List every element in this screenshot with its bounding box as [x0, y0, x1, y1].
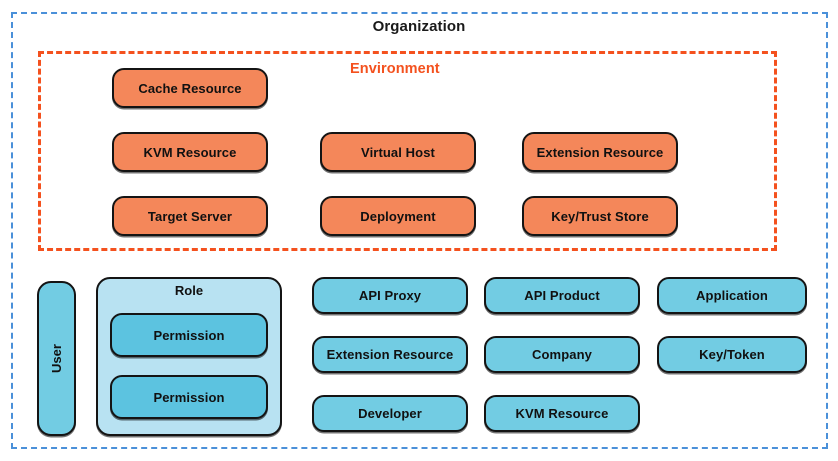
environment-entity-label: KVM Resource	[143, 144, 237, 160]
environment-entity[interactable]: Key/Trust Store	[522, 196, 678, 236]
organization-entity-label: Extension Resource	[326, 347, 454, 362]
organization-entity-label: Developer	[358, 406, 422, 421]
environment-entity-label: Target Server	[147, 208, 233, 224]
user-entity[interactable]: User	[37, 281, 76, 436]
organization-entity-label: Company	[532, 347, 592, 362]
permission-entity-label: Permission	[153, 389, 225, 405]
organization-entity[interactable]: API Proxy	[312, 277, 468, 314]
environment-entity[interactable]: Target Server	[112, 196, 268, 236]
organization-entity-label: API Product	[524, 288, 600, 303]
permission-entity[interactable]: Permission	[110, 375, 268, 419]
environment-entity[interactable]: Extension Resource	[522, 132, 678, 172]
role-entity-label: Role	[174, 283, 204, 298]
environment-entity[interactable]: KVM Resource	[112, 132, 268, 172]
environment-entity[interactable]: Cache Resource	[112, 68, 268, 108]
permission-entity[interactable]: Permission	[110, 313, 268, 357]
environment-entity[interactable]: Virtual Host	[320, 132, 476, 172]
environment-entity-label: Virtual Host	[361, 144, 435, 160]
permission-entity-label: Permission	[153, 327, 225, 343]
environment-entity-label: Deployment	[360, 208, 436, 224]
organization-entity[interactable]: Company	[484, 336, 640, 373]
organization-entity[interactable]: Extension Resource	[312, 336, 468, 373]
environment-entity-label: Cache Resource	[138, 80, 242, 96]
environment-entity-label: Key/Trust Store	[551, 208, 649, 224]
environment-entity-label: Extension Resource	[536, 144, 664, 160]
organization-entity[interactable]: API Product	[484, 277, 640, 314]
organization-entity-label: Application	[696, 288, 768, 303]
organization-entity[interactable]: Application	[657, 277, 807, 314]
organization-entity-label: KVM Resource	[515, 406, 609, 421]
user-entity-label: User	[48, 344, 64, 373]
organization-entity[interactable]: KVM Resource	[484, 395, 640, 432]
organization-title: Organization	[372, 18, 466, 35]
organization-entity[interactable]: Developer	[312, 395, 468, 432]
organization-entity[interactable]: Key/Token	[657, 336, 807, 373]
organization-boundary	[11, 12, 828, 449]
environment-title: Environment	[350, 61, 440, 77]
organization-entity-label: Key/Token	[699, 347, 765, 362]
environment-entity[interactable]: Deployment	[320, 196, 476, 236]
organization-entity-label: API Proxy	[358, 288, 422, 303]
environment-boundary	[38, 51, 777, 251]
